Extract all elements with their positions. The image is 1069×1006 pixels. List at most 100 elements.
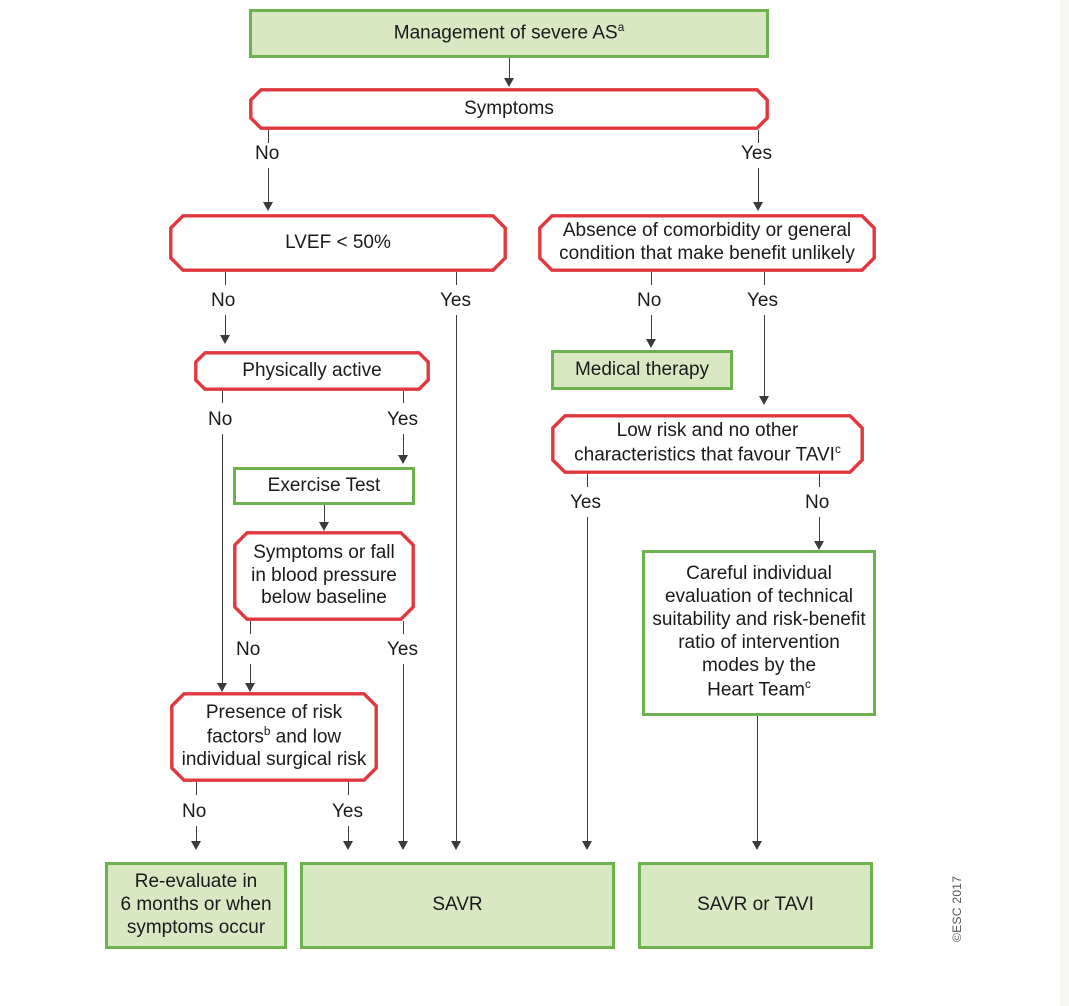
branch-label-lvef-no: No: [211, 290, 236, 311]
comorbidity-line-1: Absence of comorbidity or general: [562, 220, 852, 242]
decision-outline-symptoms-fall: [233, 531, 415, 621]
node-symptoms: Symptoms: [249, 88, 769, 130]
branch-label-lvef-yes: Yes: [440, 290, 471, 311]
connector-lvef-yes-stub: [456, 272, 457, 285]
node-medical-therapy: Medical therapy: [551, 350, 733, 390]
arrowhead-symptoms-yes: [753, 202, 763, 211]
node-absence-of-comorbidity-label: Absence of comorbidity or general condit…: [538, 220, 876, 266]
low-risk-line-2: characteristics that favour TAVI: [574, 444, 835, 466]
decision-outline-comorbidity: [538, 214, 876, 272]
risk-factors-line-3: individual surgical risk: [181, 749, 367, 771]
branch-label-symptoms-yes: Yes: [741, 143, 772, 164]
node-outcome-savr-label: SAVR: [432, 894, 483, 915]
branch-label-riskfactors-no: No: [182, 801, 207, 822]
arrowhead-comorbidity-no: [646, 339, 656, 348]
connector-fall-no-stub: [250, 621, 251, 634]
node-presence-of-risk-factors: Presence of risk factorsb and low indivi…: [170, 692, 378, 782]
branch-label-active-yes: Yes: [387, 409, 418, 430]
connector-symptoms-yes-stub: [758, 130, 759, 143]
arrowhead-comorbidity-yes: [759, 396, 769, 405]
node-medical-therapy-label: Medical therapy: [574, 358, 710, 380]
node-lvef: LVEF < 50%: [169, 214, 507, 272]
arrowhead-active-yes: [398, 455, 408, 464]
connector-fall-yes-long: [403, 664, 404, 843]
node-heart-team-evaluation: Careful individual evaluation of technic…: [642, 550, 876, 716]
connector-active-yes-stub: [403, 391, 404, 403]
connector-exercise-to-fall: [324, 505, 325, 526]
node-outcome-savr: SAVR: [300, 862, 615, 949]
reevaluate-line-2: 6 months or when: [120, 894, 272, 915]
arrowhead-fall-no: [245, 683, 255, 692]
connector-active-no-long: [222, 434, 223, 685]
branch-label-symptoms-no: No: [255, 143, 280, 164]
reevaluate-line-3: symptoms occur: [126, 916, 266, 938]
copyright-notice: ©ESC 2017: [950, 875, 964, 942]
heart-team-line-2: evaluation of technical: [664, 586, 853, 608]
connector-active-no-stub: [222, 391, 223, 403]
branch-label-fall-no: No: [236, 639, 261, 660]
connector-comorbidity-yes-stub: [764, 272, 765, 285]
comorbidity-line-2: condition that make benefit unlikely: [559, 243, 855, 264]
heart-team-line-6: Heart Team: [707, 679, 805, 701]
decision-outline-risk-factors: [170, 692, 378, 782]
decision-outline-lvef: [169, 214, 507, 272]
node-low-risk-tavi: Low risk and no other characteristics th…: [551, 414, 864, 474]
node-exercise-test-label: Exercise Test: [267, 474, 381, 496]
node-physically-active: Physically active: [194, 351, 430, 391]
arrowhead-lvef-yes: [451, 841, 461, 850]
arrowhead-heart-team-to-savr-tavi: [752, 841, 762, 850]
branch-label-comorbidity-no: No: [637, 290, 662, 311]
connector-title-to-symptoms: [509, 58, 510, 80]
arrowhead-fall-yes: [398, 841, 408, 850]
connector-symptoms-no: [268, 168, 269, 204]
node-absence-of-comorbidity: Absence of comorbidity or general condit…: [538, 214, 876, 272]
node-symptoms-or-fall-label: Symptoms or fall in blood pressure below…: [233, 542, 415, 611]
node-outcome-savr-or-tavi-label: SAVR or TAVI: [697, 894, 814, 915]
decision-outline-symptoms: [249, 88, 769, 130]
branch-label-fall-yes: Yes: [387, 639, 418, 660]
connector-riskfactors-no-stub: [196, 782, 197, 795]
heart-team-line-4: ratio of intervention: [678, 632, 840, 654]
node-outcome-reevaluate: Re-evaluate in 6 months or when symptoms…: [105, 862, 287, 949]
branch-label-active-no: No: [208, 409, 233, 430]
node-title-management-of-severe-as: Management of severe ASa: [249, 9, 769, 58]
fall-line-2: in blood pressure: [251, 564, 397, 586]
arrowhead-riskfactors-yes: [343, 841, 353, 850]
node-title-label: Management of severe ASa: [393, 21, 625, 44]
page-edge-strip: [1060, 0, 1069, 1006]
decision-outline-low-risk: [551, 414, 864, 474]
risk-factors-line-2b: and low: [270, 726, 342, 748]
connector-fall-no: [250, 664, 251, 685]
connector-lowrisk-yes-long: [587, 517, 588, 843]
arrowhead-exercise-to-fall: [319, 522, 329, 531]
heart-team-line-1: Careful individual: [686, 563, 832, 585]
node-physically-active-label: Physically active: [242, 359, 382, 381]
arrowhead-title-to-symptoms: [504, 78, 514, 87]
arrowhead-lvef-no: [220, 335, 230, 344]
node-exercise-test: Exercise Test: [233, 467, 415, 505]
arrowhead-lowrisk-yes: [582, 841, 592, 850]
connector-active-yes: [403, 434, 404, 457]
arrowhead-lowrisk-no: [814, 541, 824, 550]
connector-comorbidity-yes: [764, 315, 765, 398]
branch-label-lowrisk-yes: Yes: [570, 492, 601, 513]
decision-outline-physically-active: [194, 351, 430, 391]
fall-line-1: Symptoms or fall: [253, 541, 395, 563]
connector-symptoms-yes: [758, 168, 759, 204]
heart-team-line-3: suitability and risk-benefit: [652, 609, 866, 631]
node-presence-of-risk-factors-label: Presence of risk factorsb and low indivi…: [181, 701, 367, 771]
branch-label-riskfactors-yes: Yes: [332, 801, 363, 822]
connector-lowrisk-no: [819, 517, 820, 543]
arrowhead-active-no: [217, 683, 227, 692]
connector-comorbidity-no-stub: [651, 272, 652, 285]
low-risk-line-1: Low risk and no other: [616, 420, 799, 442]
connector-lvef-no-stub: [225, 272, 226, 285]
node-symptoms-label: Symptoms: [464, 97, 554, 119]
connector-lowrisk-yes-stub: [587, 474, 588, 487]
connector-lowrisk-no-stub: [819, 474, 820, 487]
node-outcome-savr-or-tavi: SAVR or TAVI: [638, 862, 873, 949]
branch-label-comorbidity-yes: Yes: [747, 290, 778, 311]
node-low-risk-tavi-label: Low risk and no other characteristics th…: [574, 420, 841, 466]
node-symptoms-or-fall-in-bp: Symptoms or fall in blood pressure below…: [233, 531, 415, 621]
connector-heart-team-to-savr-tavi: [757, 716, 758, 843]
